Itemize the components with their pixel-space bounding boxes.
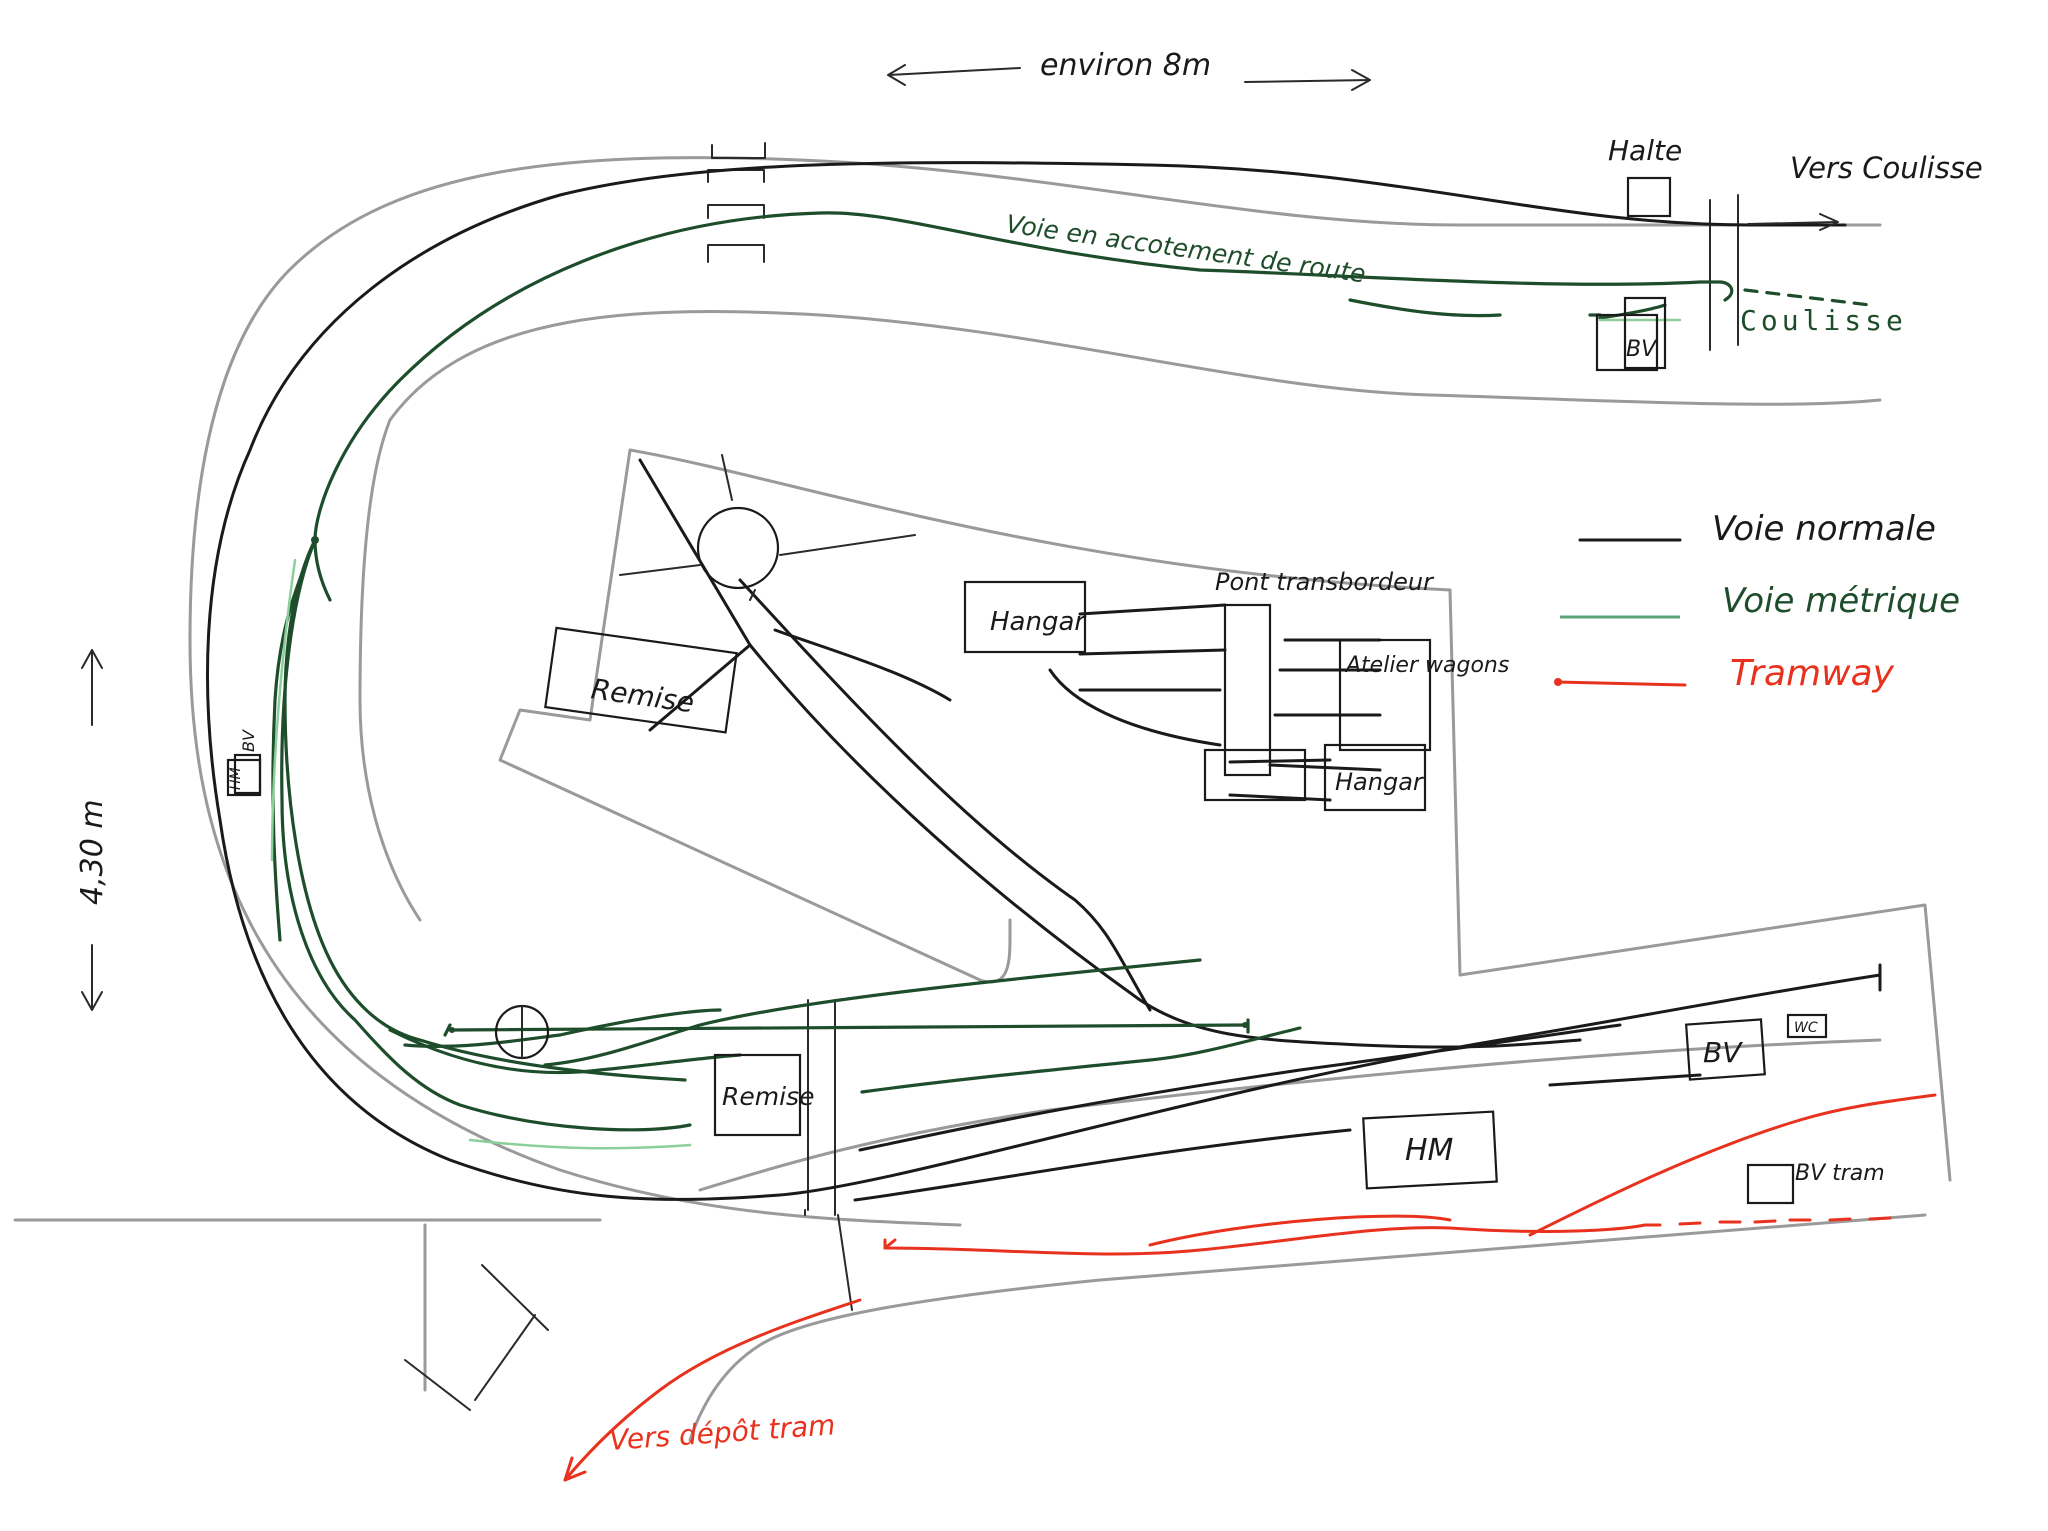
buildings bbox=[226, 176, 1828, 1205]
pont-transbordeur-frame bbox=[1223, 603, 1272, 777]
remise-upper-label: Remise bbox=[589, 672, 696, 719]
turntables bbox=[494, 454, 916, 1060]
hm-left-label: HM bbox=[228, 767, 244, 790]
legend-label-tramway: Tramway bbox=[1730, 653, 1895, 694]
roadside-track-label: Voie en accotement de route bbox=[1004, 209, 1367, 288]
pont-transbordeur-label: Pont transbordeur bbox=[1215, 568, 1435, 596]
dimension-arrows bbox=[81, 64, 1872, 1011]
standard-gauge-tracks bbox=[206, 161, 1882, 1202]
remise-upper-building bbox=[544, 626, 738, 734]
bv-top-label: BV bbox=[1626, 337, 1658, 362]
pont-transbordeur-frame-outer bbox=[1203, 748, 1307, 802]
baseboard-outline bbox=[13, 156, 1952, 1442]
bv-tram-building bbox=[1746, 1163, 1795, 1205]
vers-coulisse-label: Vers Coulisse bbox=[1790, 151, 1983, 185]
remise-lower-label: Remise bbox=[722, 1082, 814, 1111]
height-dimension-label: 4,30 m bbox=[75, 799, 110, 905]
turntable-large-icon bbox=[696, 506, 780, 590]
bv-top-building bbox=[1595, 313, 1659, 372]
remise-lower-building bbox=[713, 1053, 802, 1137]
hangar-left-building bbox=[963, 580, 1087, 654]
metre-gauge-guides bbox=[270, 318, 1682, 1150]
hangar-left-label: Hangar bbox=[990, 607, 1087, 637]
hangar-right-label: Hangar bbox=[1335, 768, 1425, 796]
tramway-tracks bbox=[563, 1093, 1937, 1482]
legend bbox=[1554, 538, 1687, 687]
hm-left-building bbox=[226, 758, 262, 797]
bv-left-label: BV bbox=[239, 729, 258, 752]
wc-label: WC bbox=[1794, 1020, 1818, 1036]
bv-main-building bbox=[1684, 1018, 1766, 1081]
legend-label-voie-normale: Voie normale bbox=[1712, 509, 1936, 549]
halte-label: Halte bbox=[1608, 134, 1682, 167]
hm-main-building bbox=[1362, 1110, 1498, 1190]
metre-gauge-tracks bbox=[271, 211, 1734, 1132]
bv-tram-label: BV tram bbox=[1795, 1161, 1885, 1186]
atelier-building bbox=[1338, 638, 1432, 752]
coulisse-label: Coulisse bbox=[1740, 304, 1907, 337]
wc-building bbox=[1786, 1013, 1828, 1039]
hm-main-label: HM bbox=[1405, 1133, 1454, 1168]
width-dimension-label: environ 8m bbox=[1040, 48, 1211, 83]
road-marks bbox=[404, 142, 1739, 1411]
legend-label-voie-metrique: Voie métrique bbox=[1722, 581, 1960, 621]
bv-top-inner bbox=[1623, 296, 1667, 370]
vers-depot-tram-label: Vers dépôt tram bbox=[608, 1408, 836, 1457]
hangar-right-building bbox=[1323, 743, 1427, 812]
legend-swatch-tramway bbox=[1555, 680, 1687, 687]
halte-building bbox=[1626, 176, 1672, 218]
bv-main-label: BV bbox=[1703, 1036, 1743, 1069]
atelier-wagons-label: Atelier wagons bbox=[1344, 653, 1509, 678]
